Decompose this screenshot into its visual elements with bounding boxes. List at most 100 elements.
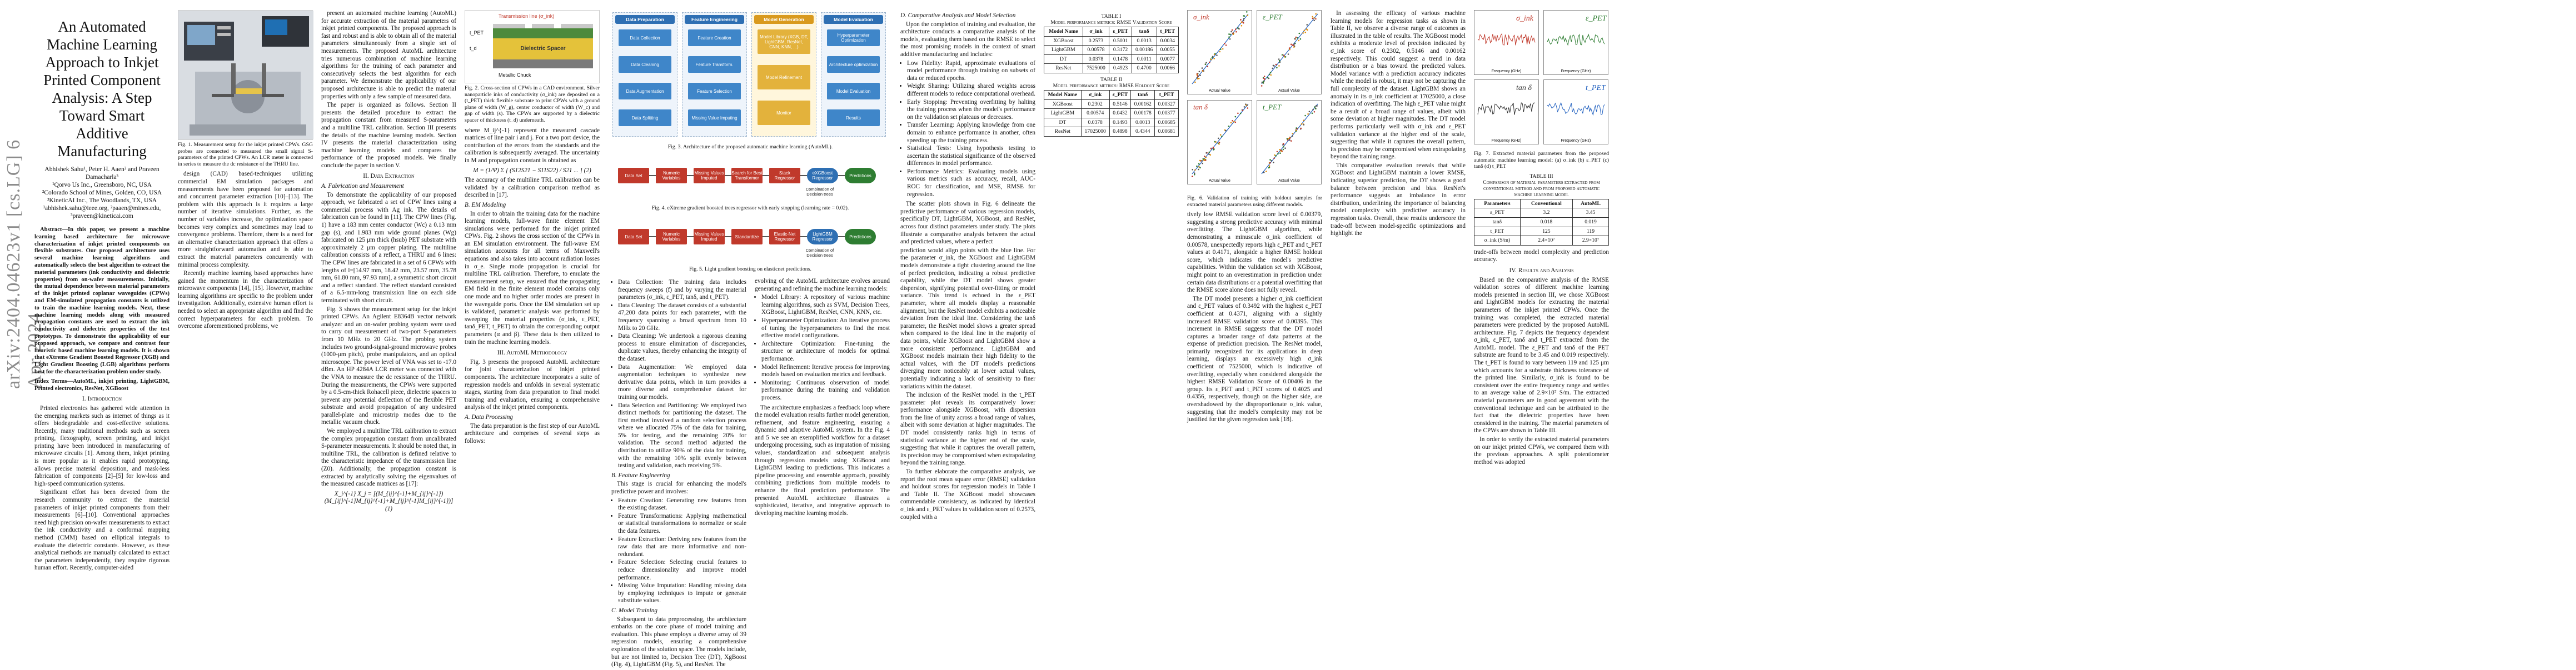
scatter-point (1289, 139, 1291, 141)
flow-note: Combination of Decision trees (805, 187, 834, 197)
scatter-point (1303, 124, 1305, 126)
subsection-heading: A. Data Processing (465, 413, 513, 421)
fig3-item: Data Collection (619, 29, 671, 46)
scatter-point (1297, 37, 1298, 39)
flow-node: Missing Values Imputed (694, 168, 725, 183)
axis-label: Actual Value (1278, 179, 1300, 183)
scatter-point (1197, 75, 1199, 77)
table-cell: 0.4923 (1109, 63, 1132, 73)
scatter-point (1278, 58, 1280, 60)
fig2-traces (493, 24, 593, 28)
scatter-point (1212, 146, 1214, 148)
data-processing-list: Data Collection: The training data inclu… (611, 279, 746, 470)
scatter-point (1315, 108, 1317, 109)
table-cell: 0.5001 (1109, 36, 1132, 46)
scatter-point (1210, 58, 1212, 61)
scatter-point (1235, 31, 1237, 33)
scatter-point (1201, 160, 1203, 162)
scatter-point (1262, 81, 1264, 83)
fig3-item: Missing Value Imputing (688, 109, 741, 126)
paragraph: Based on the comparative analysis of the… (1474, 276, 1609, 434)
table-cell: 3.2 (1519, 208, 1573, 218)
flow-note: Combination of Decision trees (805, 248, 834, 258)
table-cell: 0.0011 (1131, 54, 1157, 64)
table-header: ε_PET (1109, 27, 1132, 37)
scatter-point (1294, 38, 1296, 40)
table-cell: σ_ink (S/m) (1474, 236, 1521, 246)
table-2-caption: TABLE II Model performance metrics: RMSE… (1053, 76, 1170, 89)
fig3-item: Feature Creation (688, 29, 741, 46)
fig3-item: Model Library (XGB, DT, LightGBM, ResNet… (758, 29, 810, 54)
scatter-point (1224, 43, 1225, 44)
scatter-point (1196, 73, 1198, 75)
table-cell: 0.4700 (1131, 63, 1157, 73)
table-header: ε_PET (1109, 89, 1132, 100)
figure-1-measurement-photo (178, 10, 313, 140)
scatter-point (1269, 162, 1271, 164)
table-cell: 0.5146 (1109, 99, 1132, 109)
scatter-point (1263, 76, 1265, 77)
list-item: Data Augmentation: We employed data augm… (618, 364, 746, 402)
scatter-point (1306, 24, 1308, 26)
table-header: σ_ink (1080, 89, 1110, 100)
scatter-point (1263, 77, 1265, 79)
table-cell: 0.0066 (1156, 63, 1179, 73)
scatter-point (1279, 152, 1281, 154)
fig3-item: Feature Transform. (688, 56, 741, 73)
scatter-point (1304, 114, 1306, 117)
scatter-point (1239, 112, 1242, 114)
scatter-point (1304, 32, 1307, 33)
list-item: Feature Creation: Generating new feature… (618, 497, 746, 512)
series-line (1547, 102, 1605, 116)
scatter-point (1279, 61, 1281, 63)
scatter-point (1316, 105, 1318, 107)
scatter-point (1268, 166, 1270, 168)
paragraph: This stage is crucial for enhancing the … (611, 481, 746, 496)
scatter-point (1212, 56, 1214, 58)
scatter-point (1292, 135, 1293, 137)
scatter-point (1289, 137, 1291, 139)
fig7-panel: t_PETFrequency (GHz) (1543, 79, 1608, 144)
axis-label: Frequency (GHz) (1561, 139, 1591, 143)
table-1-caption: TABLE I Model performance metrics: RMSE … (1050, 13, 1172, 26)
column-3: present an automated machine learning (A… (321, 10, 456, 516)
scatter-point (1194, 172, 1195, 174)
scatter-point (1312, 17, 1314, 19)
list-item: Data Selection and Partitioning: We empl… (618, 402, 746, 470)
table-cell: 0.4898 (1109, 127, 1132, 137)
flow-node: Numeric Variables (656, 168, 687, 183)
list-item: Statistical Tests: Using hypothesis test… (907, 145, 1035, 168)
fig3-item: Model Refinement (758, 65, 810, 89)
paragraph: To demonstrate the applicability of our … (321, 191, 456, 304)
scatter-point (1221, 136, 1223, 137)
table-cell: 0.019 (1572, 217, 1609, 227)
table-cell: 3.45 (1572, 208, 1609, 218)
scatter-point (1192, 169, 1193, 171)
scatter-point (1225, 44, 1227, 46)
paragraph: Printed electronics has gathered wide at… (34, 404, 170, 487)
scatter-point (1199, 167, 1201, 169)
list-item: Transfer Learning: Applying knowledge fr… (907, 122, 1035, 144)
flow-arrow (800, 236, 807, 237)
figure-1-caption: Fig. 1. Measurement setup for the inkjet… (178, 142, 313, 167)
table-cell: 0.00178 (1130, 108, 1155, 118)
scatter-point (1211, 57, 1213, 59)
scatter-point (1205, 159, 1207, 161)
scatter-point (1214, 141, 1216, 143)
scatter-point (1198, 168, 1199, 171)
table-cell: 0.1493 (1109, 117, 1132, 128)
scatter-point (1296, 127, 1297, 129)
flow-node: Numeric Variables (656, 229, 687, 244)
fig2-label-top: Transmission line (σ_ink) (499, 13, 555, 19)
flow-node: Elastic-Net Regressor (769, 229, 800, 244)
column-7: D. Comparative Analysis and Model Select… (900, 10, 1035, 522)
flow-node: Missing Values Imputed (694, 229, 725, 244)
scatter-point (1312, 108, 1314, 111)
scatter-point (1240, 21, 1243, 23)
